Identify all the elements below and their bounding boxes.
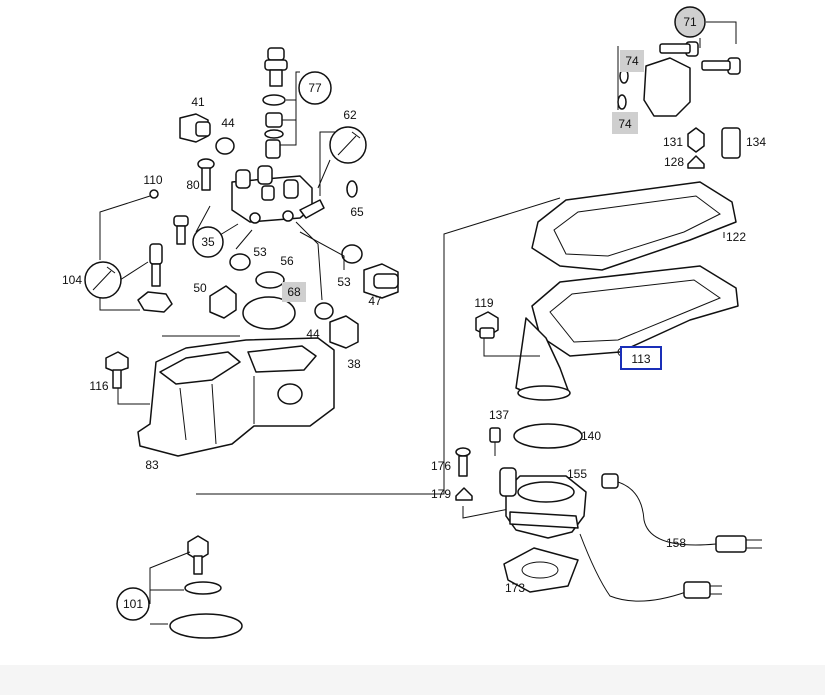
part-35-group[interactable] — [137, 215, 189, 313]
part-101-group[interactable] — [169, 535, 243, 639]
callout-47[interactable]: 47 — [368, 294, 382, 308]
callout-53-left[interactable]: 53 — [253, 245, 267, 259]
part-155-throttle[interactable] — [499, 467, 587, 539]
part-173-gasket[interactable] — [503, 547, 579, 593]
callout-62[interactable]: 62 — [343, 108, 357, 122]
callout-35[interactable]: 35 — [192, 226, 224, 258]
part-113-manifold[interactable] — [515, 265, 739, 401]
callout-140[interactable]: 140 — [581, 429, 601, 443]
callout-56[interactable]: 56 — [280, 254, 294, 268]
part-53-washer-b[interactable] — [341, 244, 363, 264]
svg-text:113: 113 — [631, 352, 650, 366]
callout-179[interactable]: 179 — [431, 487, 451, 501]
part-53-washer-a[interactable] — [229, 253, 251, 271]
svg-text:74: 74 — [625, 54, 639, 68]
svg-text:35: 35 — [201, 235, 215, 249]
part-116-bolt[interactable] — [105, 351, 129, 389]
part-110[interactable] — [149, 189, 159, 199]
valve-block[interactable] — [231, 165, 325, 224]
part-83-housing[interactable] — [137, 337, 335, 457]
part-137-connector[interactable] — [489, 427, 501, 456]
callout-104[interactable]: 104 — [62, 273, 82, 287]
part-44-washer[interactable] — [215, 137, 235, 155]
part-77-stack[interactable] — [262, 47, 288, 159]
part-134-sleeve[interactable] — [721, 127, 741, 159]
callout-44-top[interactable]: 44 — [221, 116, 235, 130]
callout-53-right[interactable]: 53 — [337, 275, 351, 289]
callout-128[interactable]: 128 — [664, 155, 684, 169]
callout-173[interactable]: 173 — [505, 581, 525, 595]
part-176-bolt[interactable] — [455, 447, 471, 477]
callout-74-bottom[interactable]: 74 — [612, 112, 638, 134]
parts-diagram: 77 35 71 101 68 74 74 113 41 44 62 65 11… — [62, 6, 766, 639]
callout-71[interactable]: 71 — [674, 6, 706, 38]
bottom-strip — [0, 665, 825, 695]
part-74-sensor[interactable] — [617, 57, 691, 117]
callout-155[interactable]: 155 — [567, 467, 587, 481]
callout-80[interactable]: 80 — [186, 178, 200, 192]
callout-137[interactable]: 137 — [489, 408, 509, 422]
callout-labels: 41 44 62 65 110 80 53 56 104 50 53 47 44… — [62, 95, 766, 595]
callout-113-selected[interactable]: 113 — [620, 346, 662, 370]
callout-119[interactable]: 119 — [474, 296, 493, 310]
part-47-fitting[interactable] — [363, 263, 399, 299]
callout-65[interactable]: 65 — [350, 205, 364, 219]
svg-text:77: 77 — [308, 81, 322, 95]
exploded-view: 77 35 71 101 68 74 74 113 41 44 62 65 11… — [62, 6, 766, 639]
callout-134[interactable]: 134 — [746, 135, 766, 149]
svg-text:74: 74 — [618, 117, 632, 131]
callout-77[interactable]: 77 — [298, 71, 332, 105]
callout-41[interactable]: 41 — [191, 95, 205, 109]
part-80-bolt[interactable] — [197, 158, 215, 191]
part-68-ring[interactable] — [242, 296, 296, 330]
part-71-bolts[interactable] — [659, 41, 741, 75]
callout-50[interactable]: 50 — [193, 281, 207, 295]
part-44-washer-b[interactable] — [314, 302, 334, 320]
part-119-plug[interactable] — [475, 311, 499, 339]
callout-110[interactable]: 110 — [143, 173, 162, 187]
part-65-oring[interactable] — [346, 180, 358, 198]
callout-83[interactable]: 83 — [145, 458, 159, 472]
callout-122[interactable]: 122 — [726, 230, 746, 244]
part-128[interactable] — [687, 155, 705, 169]
callout-74-top[interactable]: 74 — [620, 50, 644, 72]
part-131-nut[interactable] — [687, 127, 705, 153]
callout-38[interactable]: 38 — [347, 357, 361, 371]
part-56-gasket[interactable] — [255, 271, 285, 289]
callout-116[interactable]: 116 — [89, 379, 108, 393]
part-62-symbol[interactable] — [329, 126, 367, 164]
part-140-clamp[interactable] — [513, 423, 583, 449]
callout-176[interactable]: 176 — [431, 459, 451, 473]
part-38-fitting[interactable] — [329, 315, 359, 349]
svg-text:68: 68 — [287, 285, 301, 299]
part-158-harness[interactable] — [579, 473, 762, 602]
svg-text:101: 101 — [123, 597, 143, 611]
part-50-fitting[interactable] — [209, 285, 237, 319]
part-122-gasket[interactable] — [531, 181, 737, 271]
part-104-symbol[interactable] — [84, 261, 122, 299]
svg-text:71: 71 — [683, 15, 697, 29]
callout-68[interactable]: 68 — [282, 282, 306, 302]
callout-101[interactable]: 101 — [116, 587, 150, 621]
callout-158[interactable]: 158 — [666, 536, 686, 550]
part-41[interactable] — [179, 113, 211, 143]
callout-131[interactable]: 131 — [663, 135, 683, 149]
part-179[interactable] — [455, 487, 473, 501]
callout-44-bottom[interactable]: 44 — [306, 327, 320, 341]
